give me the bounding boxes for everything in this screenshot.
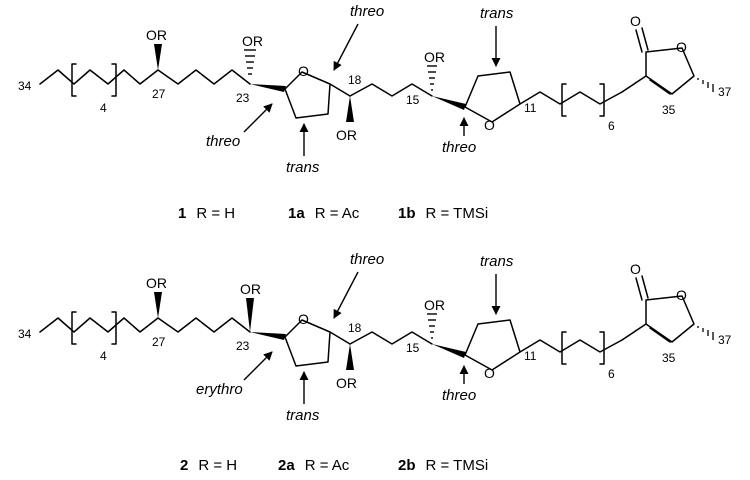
stereo-trans-left: trans <box>286 407 320 424</box>
thf-ring-1 <box>284 319 331 367</box>
bracket-right-2 <box>599 83 605 117</box>
stereo-threo-mid: threo <box>442 139 476 156</box>
label-c27: 27 <box>152 335 166 349</box>
repeat-6: 6 <box>608 119 615 133</box>
label-carbonyl-o: O <box>630 261 641 277</box>
arrow-threo-top <box>333 271 359 319</box>
bracket-right-1 <box>111 63 117 97</box>
bracket-left-2 <box>561 83 567 117</box>
label-or-c18: OR <box>336 375 357 391</box>
arrow-threo-left <box>243 103 273 133</box>
label-carbonyl-o: O <box>630 13 641 29</box>
label-c27: 27 <box>152 87 166 101</box>
label-or-c15: OR <box>424 49 445 65</box>
stereo-threo-top: threo <box>350 251 384 268</box>
bracket-left-2 <box>561 331 567 365</box>
stereo-trans-right: trans <box>480 5 514 22</box>
chain-mid-1 <box>157 317 251 333</box>
label-o-ring-1: O <box>298 311 309 327</box>
stereo-trans-left: trans <box>286 159 320 176</box>
structure-1: 34 4 OR 27 OR 23 O 18 OR OR 15 O 11 6 O … <box>18 3 732 222</box>
label-o-ring-2: O <box>484 117 495 133</box>
label-c11: 11 <box>524 349 537 363</box>
label-c37: 37 <box>718 85 732 99</box>
arrow-erythro-left <box>243 351 273 381</box>
hash-c15 <box>427 313 437 339</box>
thf-ring-2 <box>464 71 521 123</box>
bracket-left-1 <box>71 311 77 345</box>
stereo-threo-top: threo <box>350 3 384 20</box>
label-c23: 23 <box>236 339 250 353</box>
chain-c18 <box>329 83 351 97</box>
chain-left <box>39 317 159 333</box>
repeat-6: 6 <box>608 367 615 381</box>
bracket-right-1 <box>111 311 117 345</box>
caption-1: 1 R = H 1a R = Ac 1b R = TMSi <box>178 205 488 222</box>
thf-ring-1 <box>284 71 331 119</box>
label-c15: 15 <box>406 93 420 107</box>
chain-mid-1 <box>157 69 251 85</box>
label-o-lactone: O <box>676 39 687 55</box>
label-c23: 23 <box>236 91 250 105</box>
label-c37: 37 <box>718 333 732 347</box>
label-or-c27: OR <box>146 275 167 291</box>
wedge-c23 <box>246 298 254 332</box>
wedge-c27 <box>154 292 162 318</box>
label-or-c27: OR <box>146 27 167 43</box>
stereo-threo-left: threo <box>206 133 240 150</box>
label-o-lactone: O <box>676 287 687 303</box>
wedge-c27 <box>154 44 162 70</box>
wedge-c14 <box>432 96 466 110</box>
label-o-ring-2: O <box>484 365 495 381</box>
hash-c23 <box>244 49 256 75</box>
label-c11: 11 <box>524 101 537 115</box>
structure-2: 34 4 OR 27 OR 23 O 18 OR OR 15 O 11 6 O … <box>18 251 732 474</box>
wedge-c18 <box>346 344 354 370</box>
arrow-threo-top <box>333 23 359 71</box>
wedge-c14 <box>432 344 466 358</box>
carbonyl-double <box>635 275 649 301</box>
wedge-c24 <box>250 332 286 340</box>
label-or-c18: OR <box>336 127 357 143</box>
label-c34: 34 <box>18 327 32 341</box>
label-c15: 15 <box>406 341 420 355</box>
hash-c15 <box>427 65 437 91</box>
label-c18: 18 <box>348 73 362 87</box>
label-or-c23: OR <box>242 33 263 49</box>
chain-mid-2 <box>349 331 433 345</box>
hash-c37 <box>697 78 714 92</box>
chain-mid-2 <box>349 83 433 97</box>
label-o-ring-1: O <box>298 63 309 79</box>
butenolide-double <box>649 327 671 343</box>
thf-ring-2 <box>464 319 521 371</box>
stereo-threo-mid: threo <box>442 387 476 404</box>
label-or-c23: OR <box>240 281 261 297</box>
butenolide-ring <box>621 295 695 343</box>
label-c35: 35 <box>662 103 676 117</box>
label-c35: 35 <box>662 351 676 365</box>
repeat-4: 4 <box>100 349 107 363</box>
bracket-right-2 <box>599 331 605 365</box>
wedge-c24 <box>250 84 286 92</box>
caption-2: 2 R = H 2a R = Ac 2b R = TMSi <box>180 457 488 474</box>
bracket-left-1 <box>71 63 77 97</box>
label-or-c15: OR <box>424 297 445 313</box>
repeat-4: 4 <box>100 101 107 115</box>
wedge-c18 <box>346 96 354 122</box>
stereo-erythro-left: erythro <box>196 381 243 398</box>
butenolide-double <box>649 79 671 95</box>
chain-c18 <box>329 331 351 345</box>
hash-c37 <box>697 326 714 340</box>
butenolide-ring <box>621 47 695 95</box>
carbonyl-double <box>635 27 649 53</box>
label-c18: 18 <box>348 321 362 335</box>
chain-left <box>39 69 159 85</box>
stereo-trans-right: trans <box>480 253 514 270</box>
label-c34: 34 <box>18 79 32 93</box>
